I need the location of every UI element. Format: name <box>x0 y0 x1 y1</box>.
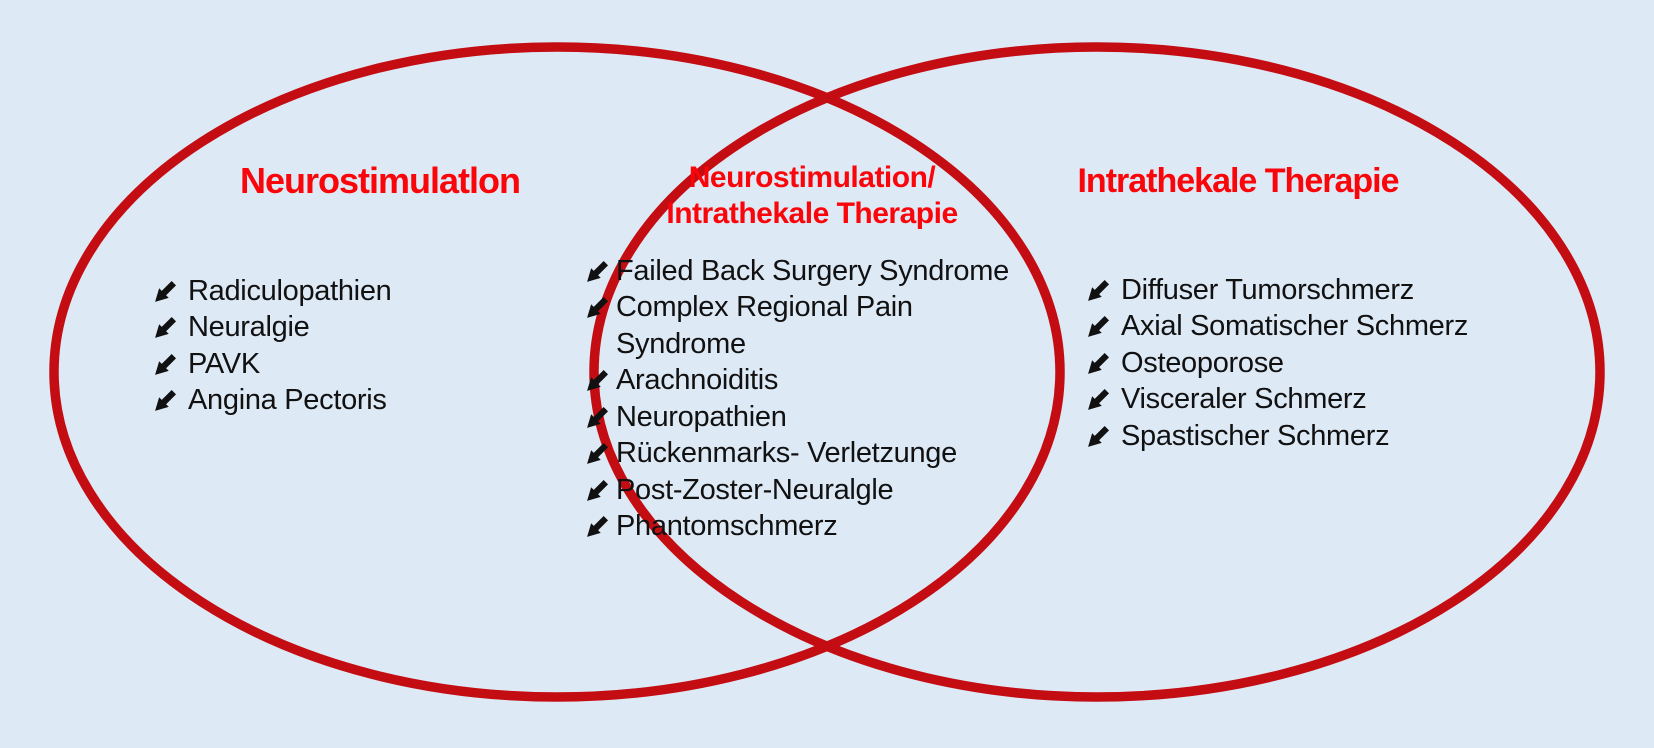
list-item-label: Axial Somatischer Schmerz <box>1121 310 1469 343</box>
list-item-label: Neuralgie <box>188 311 310 344</box>
arrow-sw-icon <box>584 258 610 284</box>
list-item: Post-Zoster-Neuralgle <box>584 472 1009 509</box>
list-item: Spastischer Schmerz <box>1085 418 1468 455</box>
arrow-sw-icon <box>152 315 178 341</box>
arrow-sw-icon <box>152 388 178 414</box>
list-item: Phantomschmerz <box>584 509 1009 546</box>
intersection-title: Neurostimulation/ Intrathekale Therapie <box>612 160 1012 232</box>
arrow-sw-icon <box>1085 350 1111 376</box>
arrow-sw-icon <box>584 368 610 394</box>
list-item-label: Post-Zoster-Neuralgle <box>616 473 894 506</box>
intersection-title-line1: Neurostimulation/ <box>688 161 936 194</box>
list-item: Neuralgie <box>152 310 392 347</box>
list-item-label: Radiculopathien <box>188 274 392 307</box>
list-item-label: Visceraler Schmerz <box>1121 383 1367 416</box>
list-item: Arachnoiditis <box>584 363 1009 400</box>
list-item: Osteoporose <box>1085 345 1468 382</box>
list-item-label: Failed Back Surgery Syndrome <box>616 254 1009 287</box>
arrow-sw-icon <box>1085 387 1111 413</box>
arrow-sw-icon <box>584 477 610 503</box>
arrow-sw-icon <box>584 295 610 321</box>
list-item-label: Complex Regional Pain <box>616 291 913 324</box>
list-item: Neuropathien <box>584 399 1009 436</box>
list-item: Radiculopathien <box>152 273 392 310</box>
arrow-sw-icon <box>1085 277 1111 303</box>
list-item: Failed Back Surgery Syndrome <box>584 253 1009 290</box>
arrow-sw-icon <box>152 351 178 377</box>
list-item: Axial Somatischer Schmerz <box>1085 309 1468 346</box>
left-section-title: Neurostimulatlon <box>239 160 521 201</box>
arrow-sw-icon <box>584 514 610 540</box>
intersection-title-line2: Intrathekale Therapie <box>666 197 958 230</box>
list-item-label: Rückenmarks- Verletzunge <box>616 437 957 470</box>
list-item: Complex Regional Pain <box>584 290 1009 327</box>
list-item-label: Arachnoiditis <box>616 364 779 397</box>
left-ellipse <box>49 42 1065 702</box>
list-item-label: Spastischer Schmerz <box>1121 419 1390 452</box>
arrow-sw-icon <box>1085 423 1111 449</box>
right-ellipse <box>589 42 1605 702</box>
right-section-title: Intrathekale Therapie <box>1077 162 1399 200</box>
right-item-list: Diffuser Tumorschmerz Axial Somatischer … <box>1085 272 1468 455</box>
arrow-sw-icon <box>152 278 178 304</box>
list-item-label: Angina Pectoris <box>188 384 387 417</box>
arrow-sw-icon <box>584 404 610 430</box>
list-item-label: Neuropathien <box>616 400 787 433</box>
arrow-sw-icon <box>1085 314 1111 340</box>
list-item-label: Phantomschmerz <box>616 510 838 543</box>
list-item-label: PAVK <box>188 347 260 380</box>
list-item: Visceraler Schmerz <box>1085 382 1468 419</box>
arrow-sw-icon <box>584 441 610 467</box>
left-item-list: Radiculopathien Neuralgie PAVK Angina Pe… <box>152 273 392 419</box>
list-item: Angina Pectoris <box>152 383 392 420</box>
intersection-item-list: Failed Back Surgery Syndrome Complex Reg… <box>584 253 1009 545</box>
list-item: Rückenmarks- Verletzunge <box>584 436 1009 473</box>
list-item-continuation: Syndrome <box>584 326 1009 363</box>
list-item-label: Syndrome <box>616 327 746 360</box>
list-item: PAVK <box>152 346 392 383</box>
list-item-label: Osteoporose <box>1121 346 1284 379</box>
list-item-label: Diffuser Tumorschmerz <box>1121 273 1414 306</box>
list-item: Diffuser Tumorschmerz <box>1085 272 1468 309</box>
